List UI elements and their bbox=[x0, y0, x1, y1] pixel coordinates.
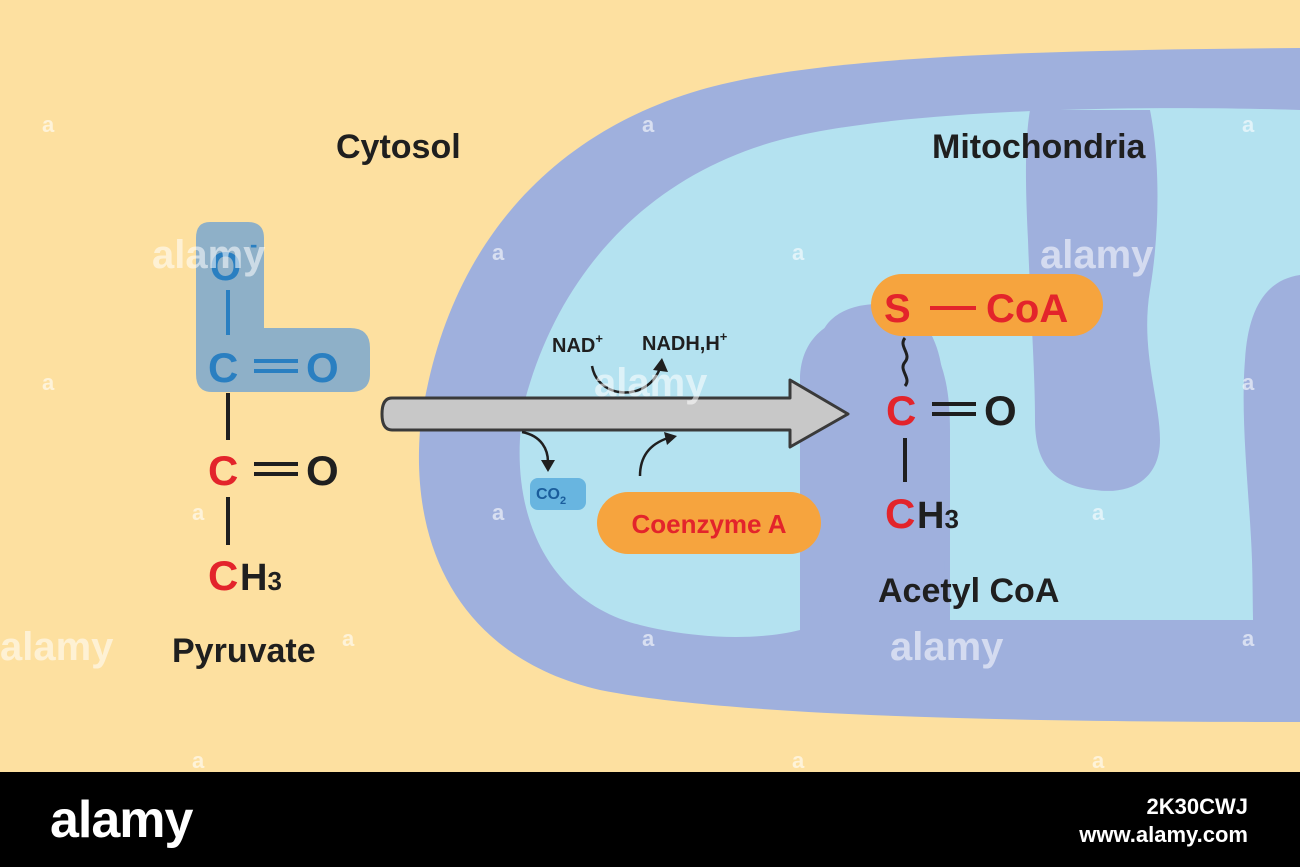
crista-right bbox=[1243, 275, 1300, 668]
reaction-arrow bbox=[380, 378, 850, 449]
watermark-overlay: alamy alamy alamy alamy alamy bbox=[0, 233, 1154, 669]
pyruvate-h3: H3 bbox=[240, 557, 282, 599]
watermark-mark: a bbox=[492, 500, 505, 525]
watermark-mark: a bbox=[1092, 500, 1105, 525]
label-mitochondria: Mitochondria bbox=[932, 128, 1147, 166]
acetyl-s: S bbox=[884, 287, 911, 331]
pyruvate-c-carbonyl: C bbox=[208, 447, 238, 494]
watermark-mark: a bbox=[1242, 370, 1255, 395]
watermark-mark: a bbox=[1092, 748, 1105, 773]
watermark-text: alamy bbox=[152, 233, 266, 277]
watermark-mark: a bbox=[1242, 626, 1255, 651]
watermark-mark: a bbox=[1242, 112, 1255, 137]
watermark-mark: a bbox=[642, 112, 655, 137]
acetyl-o-carbonyl: O bbox=[984, 387, 1017, 434]
carboxyl-highlight bbox=[196, 222, 370, 392]
coenzyme-a-pill bbox=[597, 492, 821, 554]
watermark-text: alamy bbox=[594, 361, 708, 405]
watermark-text: alamy bbox=[0, 625, 114, 669]
alamy-url: www.alamy.com bbox=[1079, 822, 1248, 847]
watermark-mark: a bbox=[192, 500, 205, 525]
pyruvate-c-methyl: C bbox=[208, 552, 238, 599]
watermark-mark: a bbox=[642, 626, 655, 651]
acetyl-h3: H3 bbox=[917, 495, 959, 537]
watermark-mark: a bbox=[492, 240, 505, 265]
watermark-mark: a bbox=[342, 626, 355, 651]
pyruvate-c-carboxyl: C bbox=[208, 344, 238, 391]
watermark-mark: a bbox=[42, 370, 55, 395]
acetyl-c-methyl: C bbox=[885, 490, 915, 537]
coenzyme-a-arrowhead bbox=[664, 432, 677, 445]
watermark-mark: a bbox=[792, 240, 805, 265]
s-coa-pill bbox=[871, 274, 1103, 336]
acetyl-coa-group: CoA bbox=[986, 287, 1068, 331]
label-nad: NAD+ bbox=[552, 331, 603, 357]
acetyl-c-carbonyl: C bbox=[886, 387, 916, 434]
crista-left bbox=[820, 304, 945, 665]
watermark-small-marks: a a a a a a a a a a a a a a a a bbox=[42, 112, 1255, 773]
co2-box bbox=[530, 478, 586, 510]
pyruvate-o-carboxyl: O bbox=[306, 344, 339, 391]
watermark-footer bbox=[0, 772, 1300, 862]
nadh-arrowhead bbox=[653, 358, 668, 372]
watermark-mark: a bbox=[42, 112, 55, 137]
pyruvate-o-minus-charge: - bbox=[250, 232, 257, 257]
co2-release-arrow bbox=[521, 430, 550, 463]
nad-to-nadh-curve-arrow bbox=[590, 365, 662, 394]
label-coenzyme-a: Coenzyme A bbox=[631, 509, 786, 539]
label-co2: CO2 bbox=[536, 486, 566, 507]
pyruvate-o-carbonyl: O bbox=[306, 447, 339, 494]
label-pyruvate: Pyruvate bbox=[172, 632, 316, 670]
watermark-mark: a bbox=[792, 748, 805, 773]
co2-arrowhead bbox=[541, 460, 555, 472]
pyruvate-o-minus: O bbox=[210, 245, 241, 289]
watermark-mark: a bbox=[192, 748, 205, 773]
coenzyme-a-input-arrow bbox=[638, 436, 669, 477]
image-id: 2K30CWJ bbox=[1146, 794, 1248, 819]
label-nadh: NADH,H+ bbox=[642, 329, 728, 355]
watermark-text: alamy bbox=[1040, 233, 1154, 277]
alamy-logo: alamy bbox=[50, 791, 193, 849]
watermark-text: alamy bbox=[890, 625, 1004, 669]
label-cytosol: Cytosol bbox=[336, 128, 461, 166]
label-acetyl-coa: Acetyl CoA bbox=[878, 572, 1059, 610]
acetyl-thioester-squiggle bbox=[901, 337, 909, 387]
